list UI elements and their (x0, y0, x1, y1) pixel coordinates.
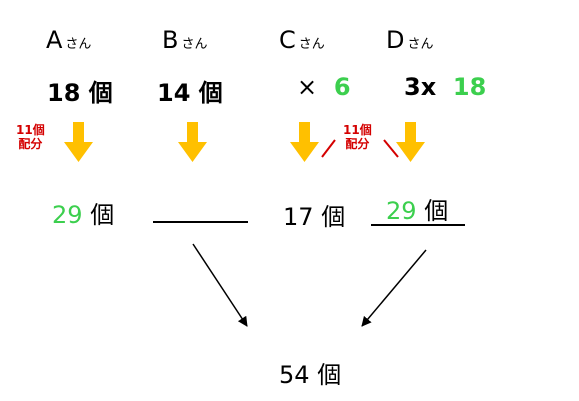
yellow-arrow-icons (64, 122, 425, 162)
count-c-value: 6 (333, 73, 351, 101)
person-b-suffix: さん (181, 37, 208, 52)
result-d: 29 個 (386, 191, 448, 226)
count-b: 14 個 (157, 73, 223, 108)
result-d-value: 29 (386, 197, 417, 225)
result-a: 29 個 (52, 195, 114, 230)
allocation-note-right-line1: 11個 (343, 123, 372, 137)
result-a-unit: 個 (90, 201, 115, 229)
note-connector-d (383, 139, 399, 158)
count-a-value: 18 (47, 79, 81, 107)
allocation-note-right: 11個 配分 (343, 123, 372, 151)
count-c: × 6 (297, 73, 351, 101)
total: 54 個 (279, 355, 341, 390)
count-a: 18 個 (47, 73, 113, 108)
person-c-suffix: さん (298, 37, 325, 52)
count-c-prefix: × (297, 73, 318, 101)
down-arrow-d-icon (396, 122, 425, 162)
person-d-suffix: さん (407, 37, 434, 52)
result-d-unit: 個 (424, 197, 449, 225)
person-d-name: D (386, 26, 405, 54)
down-arrow-c-icon (290, 122, 319, 162)
total-value: 54 (279, 361, 310, 389)
count-b-value: 14 (157, 79, 191, 107)
allocation-note-left-line1: 11個 (16, 123, 45, 137)
count-a-unit: 個 (88, 79, 113, 107)
allocation-note-right-line2: 配分 (345, 137, 370, 151)
person-c-name: C (279, 26, 296, 54)
count-d-value: 18 (452, 73, 487, 101)
arrow-d-to-total (361, 249, 427, 327)
allocation-note-left-line2: 配分 (18, 137, 43, 151)
down-arrow-a-icon (64, 122, 93, 162)
person-b-name: B (162, 26, 179, 54)
result-c: 17 個 (283, 197, 345, 232)
total-unit: 個 (317, 361, 342, 389)
down-arrow-b-icon (178, 122, 207, 162)
result-c-value: 17 (283, 203, 314, 231)
arrow-b-to-total (192, 243, 248, 327)
person-a-suffix: さん (65, 37, 92, 52)
count-d-prefix: 3x (404, 73, 437, 101)
count-b-unit: 個 (198, 79, 223, 107)
count-d: 3x 18 (404, 73, 486, 101)
result-c-unit: 個 (321, 203, 346, 231)
result-a-value: 29 (52, 201, 83, 229)
allocation-note-left: 11個 配分 (16, 123, 45, 151)
person-a-name: A (46, 26, 63, 54)
note-connector-c (321, 139, 336, 158)
